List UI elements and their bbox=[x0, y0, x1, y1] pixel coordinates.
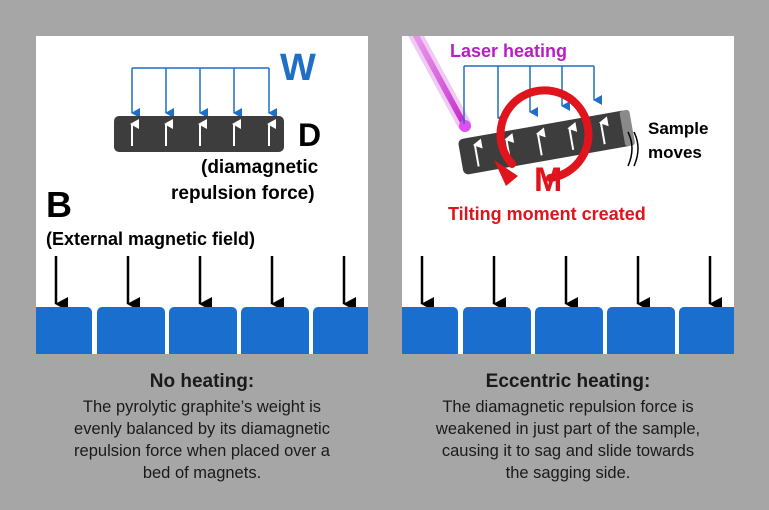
diamagnetic-desc-line1: (diamagnetic bbox=[201, 157, 319, 178]
weight-label: W bbox=[280, 47, 316, 89]
caption-line: repulsion force when placed over a bbox=[74, 442, 330, 460]
sample-moves-line2: moves bbox=[648, 143, 702, 162]
caption-line: evenly balanced by its diamagnetic bbox=[74, 420, 330, 438]
caption-no-heating: No heating: The pyrolytic graphite’s wei… bbox=[32, 370, 372, 484]
weight-arrows bbox=[131, 67, 277, 118]
motion-marks bbox=[627, 131, 639, 167]
field-arrows-right bbox=[420, 256, 722, 311]
diagram-no-heating bbox=[36, 67, 368, 354]
weight-arrows-right bbox=[463, 65, 602, 124]
caption-body: The pyrolytic graphite’s weight is evenl… bbox=[32, 396, 372, 484]
tilting-label: Tilting moment created bbox=[448, 204, 646, 224]
laser-label: Laser heating bbox=[450, 41, 568, 61]
graphite-sample bbox=[114, 116, 284, 152]
caption-line: weakened in just part of the sample, bbox=[435, 420, 701, 438]
caption-body: The diamagnetic repulsion force is weake… bbox=[398, 396, 738, 484]
caption-title: Eccentric heating: bbox=[485, 371, 651, 392]
field-arrows bbox=[54, 256, 356, 311]
panel-eccentric-heating: Laser heating Sample moves M Tilting mom… bbox=[402, 36, 734, 354]
caption-title: No heating: bbox=[149, 371, 255, 392]
caption-line: bed of magnets. bbox=[142, 464, 262, 482]
caption-eccentric-heating: Eccentric heating: The diamagnetic repul… bbox=[398, 370, 738, 484]
diamagnetic-label: D bbox=[298, 117, 322, 153]
magnet-bed bbox=[36, 307, 368, 354]
caption-line: The diamagnetic repulsion force is bbox=[442, 398, 694, 416]
caption-line: the sagging side. bbox=[505, 464, 631, 482]
field-desc: (External magnetic field) bbox=[46, 229, 256, 249]
diamagnetic-desc-line2: repulsion force) bbox=[171, 183, 315, 204]
field-label: B bbox=[46, 184, 72, 225]
caption-line: The pyrolytic graphite’s weight is bbox=[82, 398, 322, 416]
caption-line: causing it to sag and slide towards bbox=[441, 442, 695, 460]
sample-moves-line1: Sample bbox=[648, 119, 709, 138]
magnet-bed-right bbox=[402, 307, 734, 354]
moment-arrow bbox=[494, 86, 593, 186]
diagram-eccentric-heating bbox=[402, 36, 734, 354]
panel-no-heating: W D (diamagnetic repulsion force) B (Ext… bbox=[36, 36, 368, 354]
laser-beam bbox=[408, 36, 471, 132]
moment-label: M bbox=[534, 161, 563, 199]
